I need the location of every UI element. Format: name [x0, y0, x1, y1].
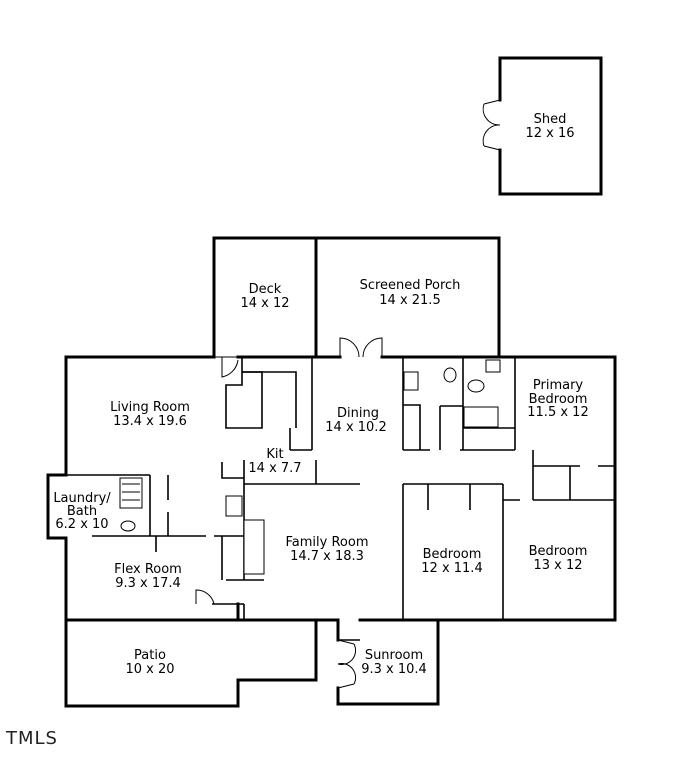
kitchen-dims: 14 x 7.7: [248, 461, 301, 476]
sunroom-double-door: [337, 639, 357, 689]
bedroom-b-name: Bedroom: [529, 544, 588, 559]
shed-name: Shed: [534, 112, 567, 127]
bedroom-b-dims: 13 x 12: [533, 558, 582, 573]
sunroom-name: Sunroom: [365, 648, 423, 663]
flex-room-dims: 9.3 x 17.4: [115, 576, 181, 591]
porch-double-door: [339, 337, 383, 358]
screened-porch-name: Screened Porch: [360, 278, 461, 293]
flex-door: [195, 589, 215, 605]
laundry-bath-name-line1: Laundry/: [53, 491, 111, 506]
room-label-bedroom-b: Bedroom 13 x 12: [529, 544, 588, 573]
room-label-screened-porch: Screened Porch 14 x 21.5: [360, 278, 461, 308]
living-room-name: Living Room: [110, 400, 190, 415]
primary-bedroom-dims: 11.5 x 12: [527, 405, 588, 420]
deck-door: [214, 356, 239, 378]
room-label-patio: Patio 10 x 20: [125, 648, 174, 677]
brand-logo: TMLS: [6, 728, 58, 749]
primary-bedroom-name-line1: Primary: [533, 378, 584, 393]
laundry-bath-name-line2: Bath: [67, 504, 97, 519]
patio-name: Patio: [134, 648, 166, 663]
patio-dims: 10 x 20: [125, 662, 174, 677]
family-room-name: Family Room: [286, 535, 369, 550]
room-label-primary-bedroom: Primary Bedroom 11.5 x 12: [527, 378, 588, 420]
deck-name: Deck: [249, 282, 282, 297]
interior-walls: [66, 357, 615, 641]
room-label-flex-room: Flex Room 9.3 x 17.4: [114, 562, 182, 591]
sunroom-dims: 9.3 x 10.4: [361, 662, 427, 677]
screened-porch-dims: 14 x 21.5: [379, 293, 440, 308]
house-exterior: [46, 355, 617, 708]
room-label-laundry-bath: Laundry/ Bath 6.2 x 10: [53, 491, 111, 532]
bedroom-a-name: Bedroom: [423, 547, 482, 562]
room-label-bedroom-a: Bedroom 12 x 11.4: [421, 547, 482, 576]
dining-name: Dining: [337, 406, 379, 421]
dining-dims: 14 x 10.2: [325, 420, 386, 435]
room-label-family-room: Family Room 14.7 x 18.3: [286, 535, 369, 564]
room-label-shed: Shed 12 x 16: [525, 112, 574, 141]
flex-room-name: Flex Room: [114, 562, 182, 577]
shed-dims: 12 x 16: [525, 126, 574, 141]
screened-porch-structure: [314, 236, 501, 359]
room-label-kitchen: Kit 14 x 7.7: [248, 447, 301, 476]
family-room-dims: 14.7 x 18.3: [290, 549, 364, 564]
room-label-deck: Deck 14 x 12: [240, 282, 289, 311]
kitchen-name: Kit: [266, 447, 283, 462]
deck-dims: 14 x 12: [240, 296, 289, 311]
room-label-sunroom: Sunroom 9.3 x 10.4: [361, 648, 427, 677]
shed-structure: [482, 56, 603, 196]
room-label-dining: Dining 14 x 10.2: [325, 406, 386, 435]
bedroom-a-dims: 12 x 11.4: [421, 561, 482, 576]
primary-bedroom-name-line2: Bedroom: [529, 392, 588, 407]
room-label-living-room: Living Room 13.4 x 19.6: [110, 400, 190, 429]
laundry-bath-dims: 6.2 x 10: [55, 517, 108, 532]
living-room-dims: 13.4 x 19.6: [113, 414, 187, 429]
deck-structure: [212, 236, 318, 359]
